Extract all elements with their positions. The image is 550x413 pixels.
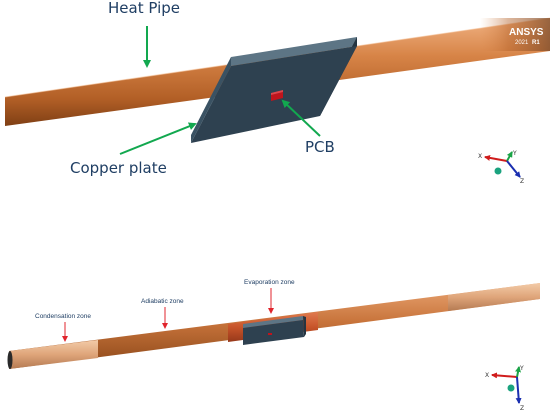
triad-origin-sphere bbox=[507, 384, 515, 392]
brand-backdrop bbox=[480, 18, 550, 51]
triad-x-label: X bbox=[485, 372, 489, 379]
copper-plate bbox=[191, 37, 357, 143]
triad-z-arrow bbox=[506, 160, 521, 178]
brand-name: ANSYS bbox=[509, 27, 544, 38]
triad-x-arrow bbox=[491, 372, 518, 379]
triad-y-label: Y bbox=[519, 365, 524, 372]
triad-y-label: Y bbox=[512, 150, 517, 157]
triad-z-label: Z bbox=[520, 405, 524, 412]
triad-origin-sphere bbox=[494, 167, 502, 175]
triad-x-label: X bbox=[478, 153, 482, 160]
bottom-pcb bbox=[268, 333, 272, 335]
pcb-chip bbox=[271, 90, 283, 101]
triad-z-arrow bbox=[515, 376, 522, 404]
triad-x-arrow bbox=[484, 154, 508, 162]
bottom-axis-triad: X Y Z bbox=[485, 365, 524, 412]
brand-version: 2021 bbox=[515, 40, 529, 46]
bottom-copper-plate bbox=[243, 316, 306, 345]
triad-y-arrow bbox=[515, 366, 521, 378]
triad-z-label: Z bbox=[520, 178, 524, 185]
arrow-copper-plate bbox=[119, 122, 197, 155]
top-axis-triad: X Y Z bbox=[478, 150, 524, 185]
end-segment bbox=[448, 283, 540, 311]
label-heat-pipe: Heat Pipe bbox=[108, 0, 180, 17]
label-condensation-zone: Condensation zone bbox=[35, 313, 91, 320]
label-copper-plate: Copper plate bbox=[70, 159, 167, 177]
arrow-pcb bbox=[281, 99, 321, 137]
triad-y-arrow bbox=[506, 151, 513, 162]
label-adiabatic-zone: Adiabatic zone bbox=[141, 298, 184, 305]
brand-release: R1 bbox=[532, 40, 540, 46]
ansys-logo: ANSYS 2021 R1 bbox=[509, 27, 544, 46]
label-evaporation-zone: Evaporation zone bbox=[244, 279, 295, 286]
label-pcb: PCB bbox=[305, 138, 335, 156]
pipe-end-cap bbox=[7, 351, 13, 369]
condensation-segment bbox=[9, 340, 98, 369]
